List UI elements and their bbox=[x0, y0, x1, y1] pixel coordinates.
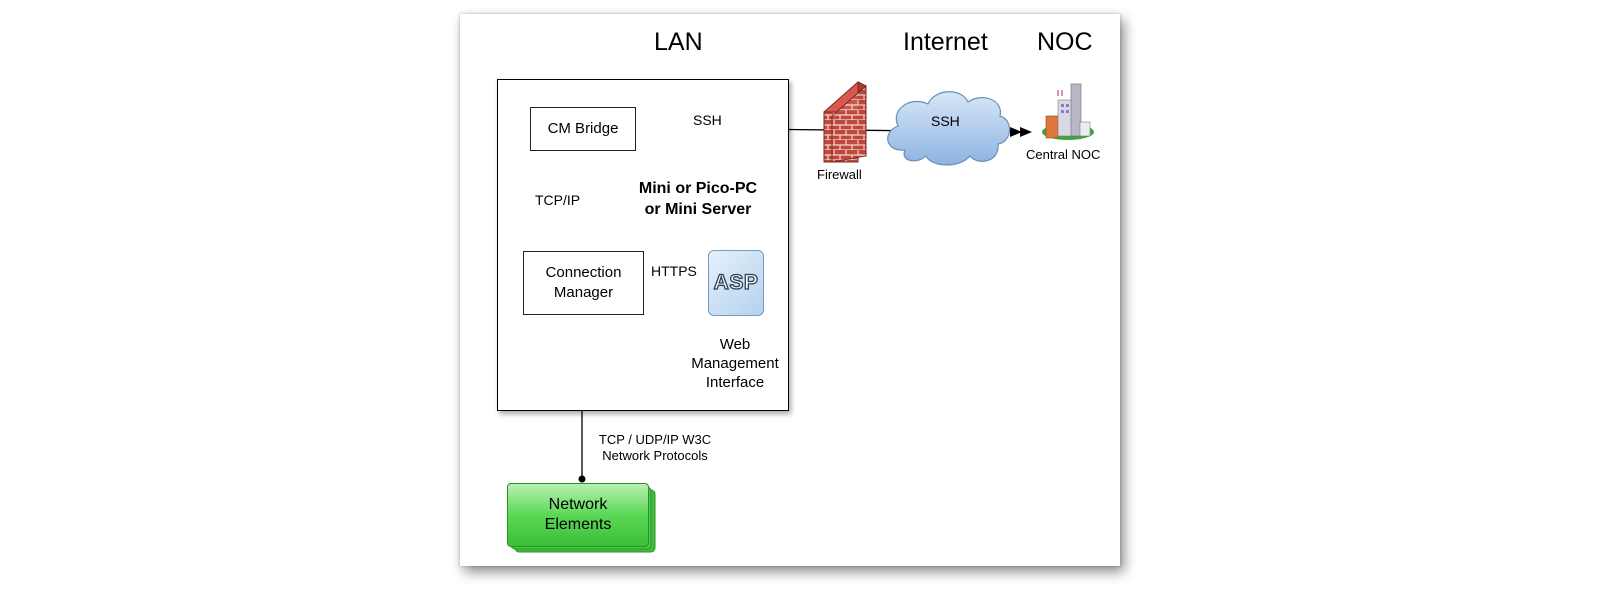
datacenter-building-icon bbox=[1042, 83, 1094, 140]
https-link-label: HTTPS bbox=[651, 263, 697, 279]
tcpip-link-label: TCP/IP bbox=[535, 192, 581, 208]
ssh-link-label: SSH bbox=[693, 112, 722, 128]
connection-manager-node: Connection Manager bbox=[523, 251, 644, 315]
cloud-label: SSH bbox=[931, 113, 960, 129]
brick-wall-icon bbox=[823, 81, 867, 163]
zone-internet-label: Internet bbox=[903, 28, 988, 56]
device-title: Mini or Pico-PC or Mini Server bbox=[615, 178, 781, 220]
connection-manager-line2: Manager bbox=[553, 284, 614, 301]
device-title-line1: Mini or Pico-PC bbox=[638, 180, 758, 197]
firewall-label: Firewall bbox=[817, 167, 862, 182]
cm-bridge-node: CM Bridge bbox=[530, 107, 636, 151]
zone-noc-label: NOC bbox=[1037, 28, 1093, 56]
network-elements-node: Network Elements bbox=[507, 483, 649, 547]
web-mgmt-line1: Web bbox=[719, 336, 751, 353]
network-elements-line2: Elements bbox=[544, 516, 612, 533]
asp-label: ASP bbox=[713, 270, 759, 294]
central-noc-label: Central NOC bbox=[1026, 147, 1101, 162]
protocols-line1: TCP / UDP/IP W3C bbox=[598, 432, 712, 447]
asp-icon: ASP bbox=[708, 250, 764, 316]
web-mgmt-line3: Interface bbox=[705, 374, 765, 391]
cm-bridge-label: CM Bridge bbox=[547, 120, 619, 137]
cloud-icon bbox=[887, 91, 1011, 166]
web-management-label: Web Management Interface bbox=[683, 335, 787, 392]
protocols-line2: Network Protocols bbox=[602, 448, 708, 463]
network-elements-line1: Network bbox=[548, 496, 608, 513]
network-protocols-label: TCP / UDP/IP W3C Network Protocols bbox=[585, 432, 725, 464]
connection-manager-line1: Connection bbox=[545, 264, 622, 281]
web-mgmt-line2: Management bbox=[691, 355, 779, 372]
zone-lan-label: LAN bbox=[654, 28, 703, 56]
device-title-line2: or Mini Server bbox=[644, 201, 752, 218]
